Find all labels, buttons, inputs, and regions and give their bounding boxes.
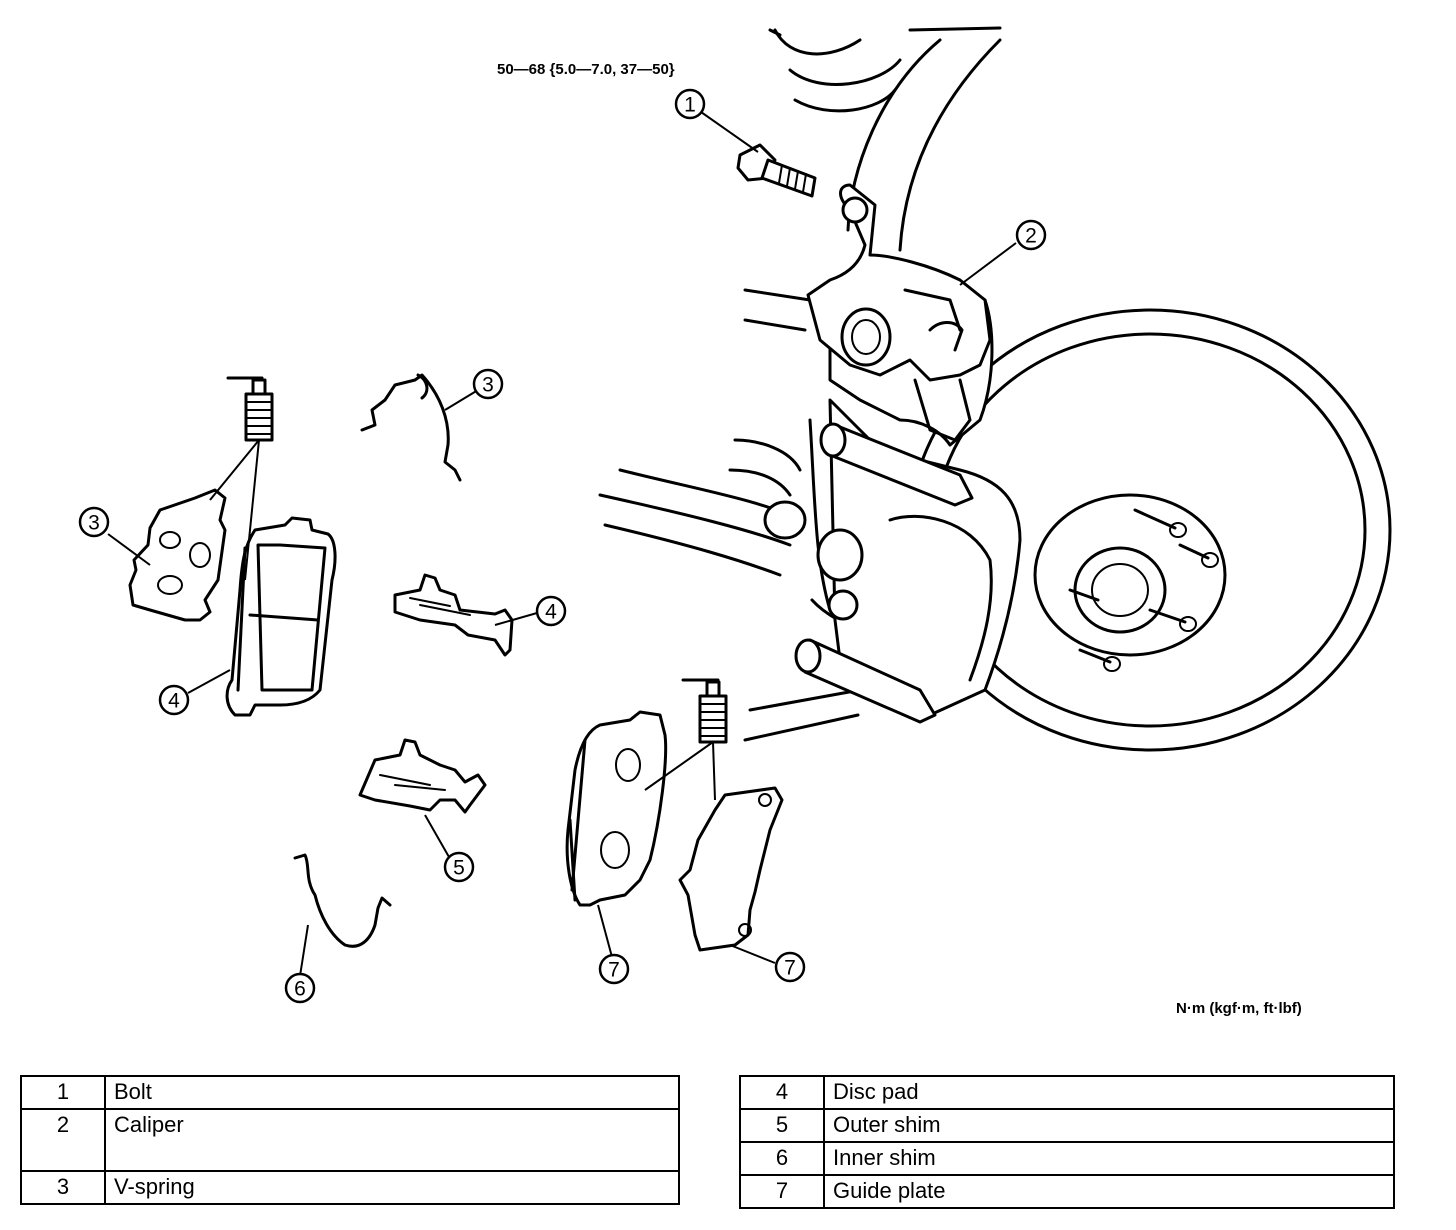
callout-circle [674,88,706,120]
callout-circle [158,684,190,716]
bolt-part [736,143,817,198]
legend-number: 1 [20,1075,106,1110]
legend-row: 7 Guide plate [739,1174,1395,1209]
legend-label: Caliper [104,1108,680,1172]
callout-6: 6 [284,972,316,1004]
callout-circle [535,595,567,627]
callout-circle [1015,219,1047,251]
callout-number: 3 [88,512,100,535]
callout-4: 4 [535,595,567,627]
callout-number: 1 [684,94,696,117]
torque-spec: 50—68 {5.0—7.0, 37—50} [497,61,675,78]
grease-tube-right [681,678,728,744]
v-spring-lower [293,853,392,948]
legend-label: Outer shim [823,1108,1395,1143]
disc-pad-right [565,710,668,907]
callout-number: 6 [294,978,306,1001]
callout-number: 3 [482,374,494,397]
legend-row: 2 Caliper [20,1108,680,1172]
knuckle-and-disc-assembly [598,26,1392,752]
callout-3: 3 [472,368,504,400]
callout-number: 4 [545,601,557,624]
callout-1: 1 [674,88,706,120]
grease-tube-left [226,376,274,442]
legend-label: Disc pad [823,1075,1395,1110]
unit-note: N·m (kgf·m, ft·lbf) [1176,1000,1302,1017]
guide-plate-upper [393,573,514,657]
callout-2: 2 [1015,219,1047,251]
legend-label: Inner shim [823,1141,1395,1176]
leader-lines [107,111,1017,977]
callout-circle [774,951,806,983]
callout-7: 7 [598,953,630,985]
guide-plate-lower [358,738,487,814]
legend-number: 2 [20,1108,106,1172]
callout-circle [284,972,316,1004]
callout-number: 7 [784,957,796,980]
legend-number: 4 [739,1075,825,1110]
legend-number: 5 [739,1108,825,1143]
legend-row: 3 V-spring [20,1170,680,1205]
callout-circle [443,851,475,883]
callout-markers: 1 2 3 3 4 4 5 6 7 7 [78,88,1047,1004]
v-spring-upper [360,373,462,482]
parts-legend-right: 4 Disc pad 5 Outer shim 6 Inner shim 7 G… [739,1075,1395,1209]
callout-5: 5 [443,851,475,883]
callout-number: 5 [453,857,465,880]
legend-row: 6 Inner shim [739,1141,1395,1176]
legend-row: 5 Outer shim [739,1108,1395,1143]
callout-circle [78,506,110,538]
callout-circle [598,953,630,985]
callout-number: 4 [168,690,180,713]
callout-circle [472,368,504,400]
callout-number: 7 [608,959,620,982]
legend-label: Bolt [104,1075,680,1110]
callout-4: 4 [158,684,190,716]
parts-legend-left: 1 Bolt 2 Caliper 3 V-spring [20,1075,680,1205]
legend-number: 7 [739,1174,825,1209]
legend-number: 6 [739,1141,825,1176]
legend-number: 3 [20,1170,106,1205]
callout-number: 2 [1025,225,1037,248]
callout-3: 3 [78,506,110,538]
callout-7: 7 [774,951,806,983]
legend-row: 1 Bolt [20,1075,680,1110]
legend-row: 4 Disc pad [739,1075,1395,1110]
legend-label: V-spring [104,1170,680,1205]
legend-label: Guide plate [823,1174,1395,1209]
disc-pad-left [225,516,337,717]
inner-shim [128,488,227,622]
outer-shim [678,786,784,952]
